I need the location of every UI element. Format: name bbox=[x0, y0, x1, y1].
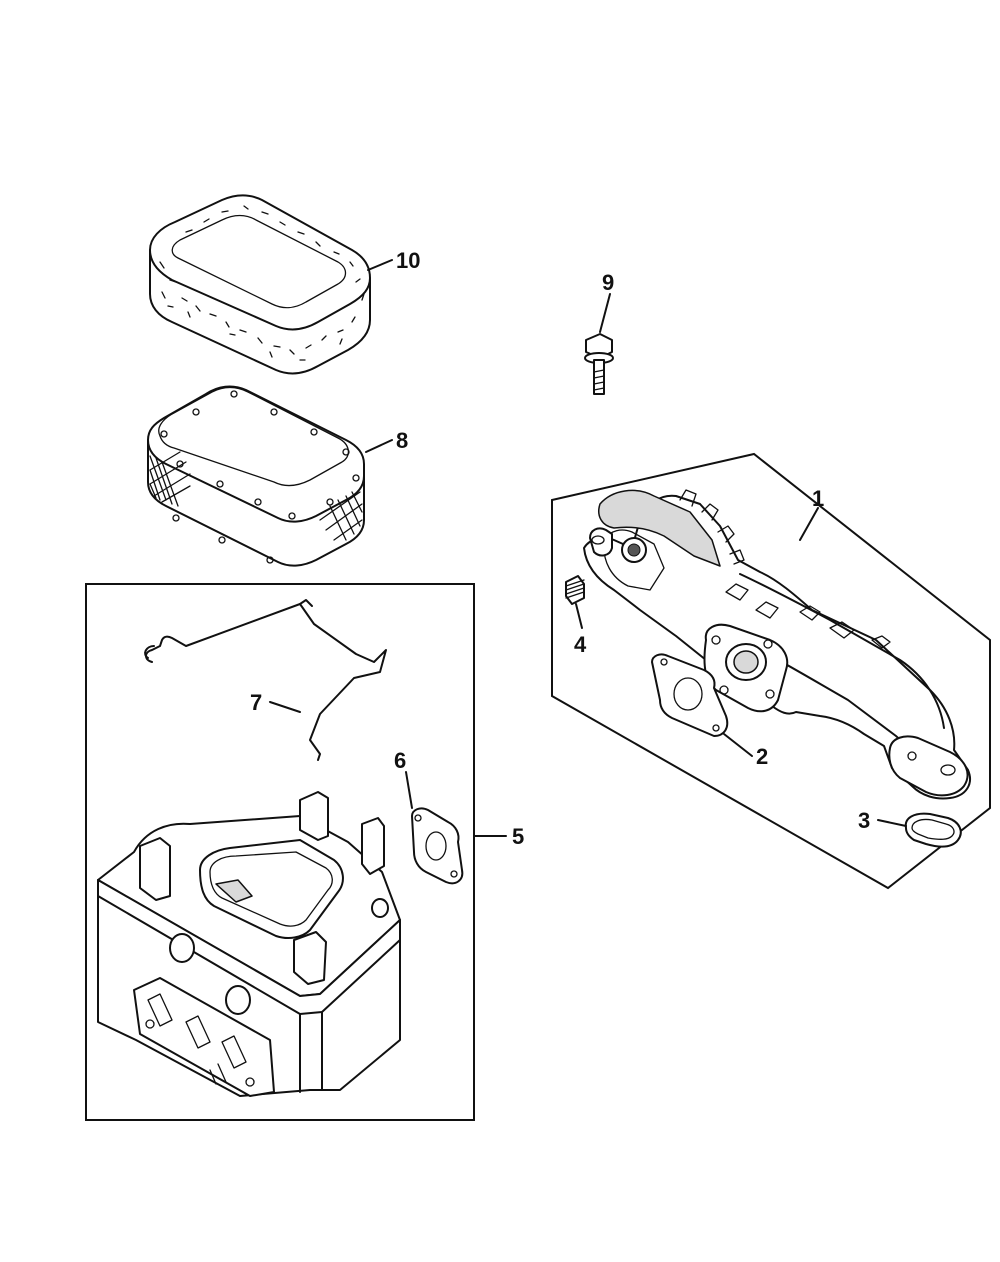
callout-9: 9 bbox=[602, 270, 614, 295]
leader-9 bbox=[599, 293, 611, 333]
air-cleaner-kit-frame bbox=[85, 583, 475, 1121]
leader-4 bbox=[575, 603, 583, 629]
base-gasket-part-6 bbox=[411, 807, 464, 885]
callout-10: 10 bbox=[396, 248, 420, 273]
callout-1: 1 bbox=[812, 486, 824, 511]
leader-3 bbox=[877, 819, 907, 827]
leader-2 bbox=[723, 733, 753, 757]
air-filter-part-8 bbox=[147, 385, 365, 567]
leader-10 bbox=[367, 259, 393, 271]
intake-manifold-part-1 bbox=[583, 489, 971, 800]
pre-cleaner-texture bbox=[159, 205, 365, 361]
leader-1 bbox=[799, 507, 819, 541]
leader-7 bbox=[269, 701, 301, 713]
plug-part-4 bbox=[565, 575, 585, 605]
intake-kit-frame bbox=[551, 452, 991, 890]
callout-3: 3 bbox=[858, 808, 870, 833]
callout-6: 6 bbox=[394, 748, 406, 773]
gasket-part-2 bbox=[651, 653, 729, 737]
filter-rivets bbox=[160, 390, 360, 564]
callout-8: 8 bbox=[396, 428, 408, 453]
leader-6 bbox=[405, 771, 413, 809]
air-cleaner-base-part-5 bbox=[97, 791, 401, 1097]
leader-8 bbox=[365, 439, 393, 453]
callout-2: 2 bbox=[756, 744, 768, 769]
callout-7: 7 bbox=[250, 690, 262, 715]
pre-cleaner-part-10 bbox=[149, 194, 371, 375]
callout-4: 4 bbox=[574, 632, 587, 657]
bolt-part-9 bbox=[584, 333, 614, 395]
filter-mesh bbox=[149, 451, 363, 541]
callout-5: 5 bbox=[512, 824, 524, 849]
retaining-wire-part-7 bbox=[144, 599, 387, 761]
o-ring-part-3 bbox=[904, 812, 962, 848]
